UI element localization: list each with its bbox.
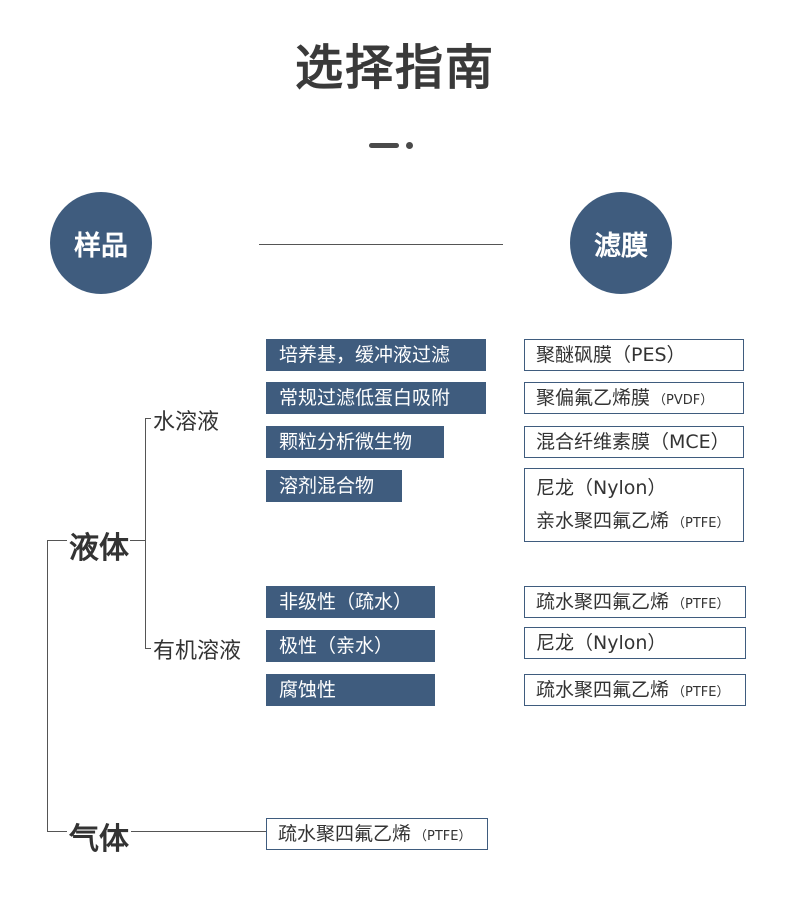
filter-box: 疏水聚四氟乙烯（PTFE） (524, 674, 746, 706)
sample-box: 腐蚀性 (266, 674, 435, 706)
sample-box: 非级性（疏水） (266, 586, 435, 618)
filter-name: 尼龙（Nylon） (536, 632, 667, 654)
filter-box: 疏水聚四氟乙烯（PTFE） (524, 586, 746, 618)
filter-name: 聚醚砜膜（PES） (536, 344, 686, 366)
filter-header-circle: 滤膜 (570, 192, 672, 294)
root-tree-line (47, 540, 48, 831)
filter-suffix: （PTFE） (414, 829, 472, 844)
filter-name: 混合纤维素膜（MCE） (536, 431, 730, 453)
aqueous-branch-line (145, 418, 151, 419)
filter-name: 疏水聚四氟乙烯 (536, 591, 670, 613)
filter-box: 尼龙（Nylon） (524, 627, 746, 659)
liquid-branch-line (47, 540, 67, 541)
filter-suffix: （PTFE） (672, 516, 730, 531)
title-underline-bar (369, 143, 399, 148)
organic-branch-line (145, 648, 151, 649)
liquid-connector-line (130, 540, 145, 541)
filter-box-gas: 疏水聚四氟乙烯（PTFE） (266, 818, 488, 850)
sample-header-circle: 样品 (50, 192, 152, 294)
page-title: 选择指南 (294, 40, 495, 96)
gas-connector-line (131, 831, 266, 832)
filter-line: 尼龙（Nylon） (536, 472, 743, 505)
header-connector-line (259, 244, 503, 245)
filter-name: 疏水聚四氟乙烯 (278, 823, 412, 845)
category-gas: 气体 (69, 822, 129, 857)
category-organic: 有机溶液 (153, 639, 242, 664)
filter-header-label: 滤膜 (594, 230, 648, 262)
sample-box: 培养基，缓冲液过滤 (266, 339, 486, 371)
filter-box-double: 尼龙（Nylon） 亲水聚四氟乙烯（PTFE） (524, 468, 744, 542)
filter-box: 混合纤维素膜（MCE） (524, 426, 744, 458)
filter-name: 聚偏氟乙烯膜 (536, 387, 651, 409)
gas-branch-line (47, 831, 67, 832)
category-liquid: 液体 (69, 531, 129, 566)
filter-name: 亲水聚四氟乙烯 (536, 510, 670, 532)
filter-suffix: （PVDF） (653, 393, 714, 408)
filter-suffix: （PTFE） (672, 685, 730, 700)
liquid-sub-tree-line (145, 418, 146, 648)
sample-box: 极性（亲水） (266, 630, 435, 662)
filter-suffix: （PTFE） (672, 597, 730, 612)
filter-name: 疏水聚四氟乙烯 (536, 679, 670, 701)
filter-box: 聚醚砜膜（PES） (524, 339, 744, 371)
sample-box: 颗粒分析微生物 (266, 426, 444, 458)
sample-box: 常规过滤低蛋白吸附 (266, 382, 486, 414)
filter-line: 亲水聚四氟乙烯（PTFE） (536, 505, 743, 540)
category-aqueous: 水溶液 (153, 410, 220, 435)
filter-box: 聚偏氟乙烯膜（PVDF） (524, 382, 744, 414)
title-underline-dot (406, 142, 413, 149)
sample-box: 溶剂混合物 (266, 470, 402, 502)
filter-name: 尼龙（Nylon） (536, 477, 667, 499)
sample-header-label: 样品 (74, 230, 128, 262)
